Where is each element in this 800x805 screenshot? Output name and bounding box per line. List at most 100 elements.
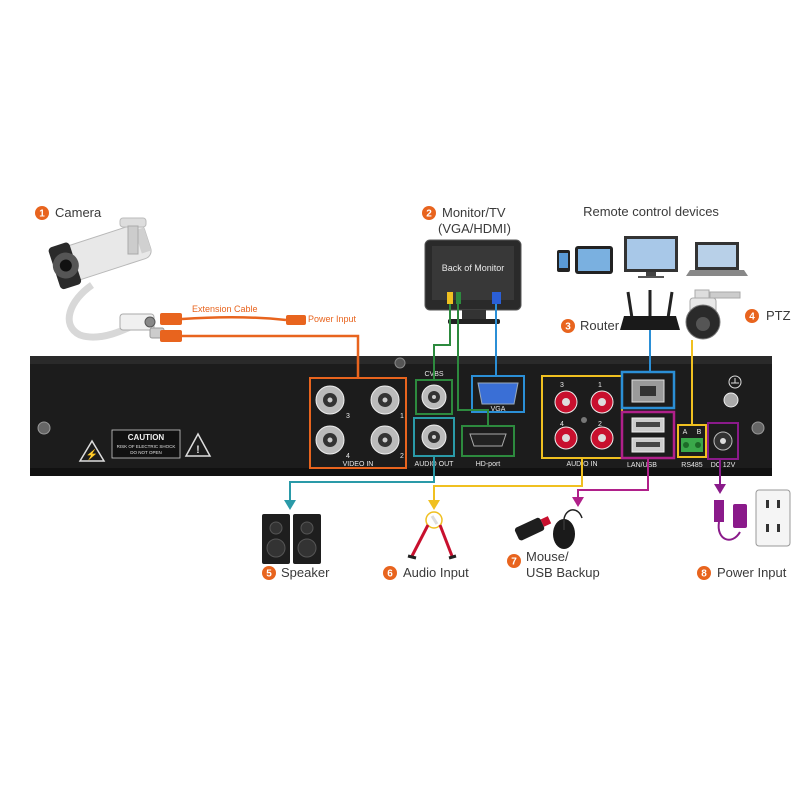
caution-line-1: RISK OF ELECTRIC SHOCK	[117, 444, 176, 449]
camera-label: Camera	[55, 205, 102, 220]
vga-label: VGA	[491, 406, 506, 413]
usb-cable	[577, 458, 649, 500]
audio-input-label: Audio Input	[403, 565, 469, 580]
usb-backup-label: USB Backup	[526, 565, 600, 580]
rca-red-plug-2-icon	[438, 524, 454, 557]
bnc-num-3: 3	[346, 413, 350, 420]
label-power: 8 Power Input	[697, 565, 787, 580]
video-in-label: VIDEO IN	[343, 461, 374, 468]
dc-power-port: DC 12V	[707, 422, 739, 469]
caution-sticker: ⚡ CAUTION RISK OF ELECTRIC SHOCK DO NOT …	[78, 429, 212, 462]
audio-num-1: 1	[598, 382, 602, 389]
speaker-arrow-icon	[284, 500, 296, 510]
monitor-hdmi-plug	[456, 292, 461, 304]
monitor-device: Back of Monitor	[424, 239, 522, 324]
badge-camera	[35, 206, 49, 220]
label-speaker: 5 Speaker	[262, 565, 330, 580]
extension-cable-label: Extension Cable	[192, 304, 258, 314]
screw-left-icon	[37, 421, 51, 435]
router-device	[620, 290, 680, 330]
badge-monitor	[422, 206, 436, 220]
warning-exclamation-icon	[184, 432, 212, 457]
rca-highlight-ring	[425, 511, 443, 529]
label-audio-input: 6 Audio Input	[383, 565, 469, 580]
usb-stick-icon	[514, 516, 552, 541]
bnc-num-4: 4	[346, 453, 350, 460]
wall-outlet-icon	[755, 489, 791, 547]
mouse-usb-device	[514, 509, 583, 549]
audio-num-2: 2	[598, 421, 602, 428]
badge-ptz	[745, 309, 759, 323]
power-adapter-icon	[733, 504, 747, 528]
rs485-label: RS485	[681, 462, 703, 469]
power-label: Power Input	[717, 565, 787, 580]
vga-connector-icon	[477, 382, 519, 405]
usb-arrow-icon	[572, 497, 584, 507]
bnc-num-1: 1	[400, 413, 404, 420]
badge-mouse	[507, 554, 521, 568]
lan-usb-label: LAN/USB	[627, 462, 657, 469]
audio-in-arrow-icon	[428, 500, 440, 510]
vga-port: VGA	[471, 375, 525, 413]
extension-cable: Extension Cable Power Input	[160, 304, 360, 378]
screw-top-icon	[394, 357, 406, 369]
warning-bolt-icon	[78, 439, 106, 462]
rs485-terminal-icon	[681, 438, 703, 452]
badge-speaker	[262, 566, 276, 580]
monitor-vga-plug	[492, 292, 501, 304]
exclamation-glyph-icon: !	[196, 444, 200, 456]
ptz-label: PTZ	[766, 308, 791, 323]
rca-red-plug-icon	[410, 524, 430, 557]
caution-box	[111, 429, 181, 459]
power-arrow-icon	[714, 484, 726, 494]
rs485-b-label: B	[697, 429, 702, 436]
router-label: Router	[580, 318, 620, 333]
label-camera: 1 Camera	[35, 205, 102, 220]
label-ptz: 4 PTZ	[745, 308, 791, 323]
speaker-label: Speaker	[281, 565, 330, 580]
label-mouse: 7 Mouse/ USB Backup	[507, 549, 600, 580]
hdmi-cable	[457, 304, 489, 426]
label-router: 3 Router	[561, 318, 620, 333]
cvbs-cable	[433, 304, 451, 380]
speaker-device	[262, 514, 321, 564]
dc12v-label: DC 12V	[711, 462, 736, 469]
vga-frame	[471, 375, 525, 413]
audio-in-cable	[433, 458, 583, 505]
mouse-label: Mouse/	[526, 549, 569, 564]
dvr-bottom-edge	[30, 468, 772, 476]
bnc-port-3	[315, 385, 345, 415]
badge-power	[697, 566, 711, 580]
camera-device	[48, 217, 165, 341]
power-plug-icon	[714, 500, 724, 522]
badge-speaker-num: 5	[266, 569, 272, 580]
audio-input-device	[407, 511, 457, 560]
audio-num-4: 4	[560, 421, 564, 428]
rs485-a-label: A	[683, 429, 688, 436]
monitor-label: Monitor/TV	[442, 205, 506, 220]
bnc-num-2: 2	[400, 453, 404, 460]
badge-camera-num: 1	[39, 209, 45, 220]
power-adapter-device	[714, 489, 791, 547]
back-of-monitor-label: Back of Monitor	[442, 263, 505, 273]
bnc-port-4	[315, 425, 345, 455]
badge-mouse-num: 7	[511, 557, 517, 568]
speaker-cable	[289, 456, 435, 505]
mouse-icon	[553, 519, 575, 549]
hd-port-label: HD-port	[476, 461, 501, 468]
badge-router	[561, 319, 575, 333]
audio-num-3: 3	[560, 382, 564, 389]
bnc-port-1	[370, 385, 400, 415]
power-input-small-label: Power Input	[308, 314, 357, 324]
dc-frame	[707, 422, 739, 460]
badge-power-num: 8	[701, 569, 707, 580]
bnc-port-2	[370, 425, 400, 455]
remote-devices	[557, 236, 748, 278]
router-icon	[620, 316, 680, 330]
badge-monitor-num: 2	[426, 209, 432, 220]
monitor-cvbs-plug	[447, 292, 453, 304]
ground-terminal-icon	[723, 375, 742, 408]
badge-audio-input	[383, 566, 397, 580]
